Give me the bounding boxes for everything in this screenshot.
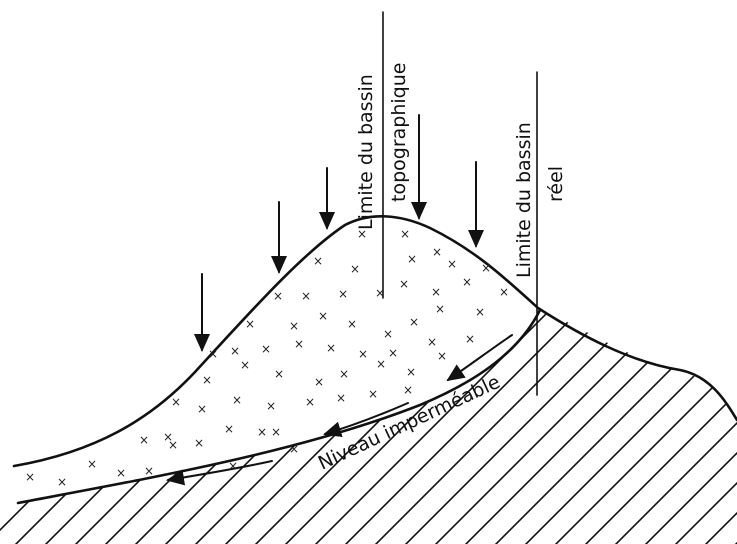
- cross-marker-icon: ×: [338, 287, 348, 301]
- cross-marker-icon: ×: [194, 436, 204, 450]
- cross-marker-icon: ×: [368, 387, 378, 401]
- topographic-limit-label-line2: topographique: [388, 63, 410, 202]
- cross-marker-icon: ×: [25, 470, 35, 484]
- ground-surface-line: [12, 215, 737, 468]
- cross-marker-icon: ×: [432, 245, 442, 259]
- cross-marker-icon: ×: [403, 383, 413, 397]
- cross-marker-icon: ×: [294, 337, 304, 351]
- hatch-line: [0, 310, 301, 544]
- cross-marker-icon: ×: [240, 358, 250, 372]
- hatch-line: [449, 310, 737, 544]
- cross-marker-icon: ×: [427, 335, 437, 349]
- cross-marker-icon: ×: [301, 289, 311, 303]
- cross-marker-icon: ×: [350, 262, 360, 276]
- topographic-limit-label: Limite du bassin topographique: [355, 63, 410, 230]
- impermeable-hatching: [0, 310, 737, 544]
- flow-arrows: [166, 334, 513, 486]
- cross-marker-icon: ×: [435, 302, 445, 316]
- cross-marker-icon: ×: [465, 332, 475, 346]
- cross-marker-icon: ×: [87, 457, 97, 471]
- hatch-line: [419, 310, 721, 544]
- hatch-line: [569, 310, 737, 544]
- cross-marker-icon: ×: [358, 347, 368, 361]
- hatch-line: [629, 310, 737, 544]
- cross-marker-icon: ×: [406, 365, 416, 379]
- cross-marker-icon: ×: [261, 342, 271, 356]
- cross-marker-icon: ×: [139, 433, 149, 447]
- hatch-line: [599, 310, 737, 544]
- cross-marker-icon: ×: [163, 430, 173, 444]
- cross-marker-icon: ×: [357, 227, 367, 241]
- hatch-line: [239, 310, 541, 544]
- cross-marker-icon: ×: [462, 275, 472, 289]
- cross-marker-icon: ×: [144, 464, 154, 478]
- cross-marker-icon: ×: [339, 367, 349, 381]
- real-limit-label: Limite du bassin réel: [513, 116, 567, 278]
- cross-marker-icon: ×: [326, 341, 336, 355]
- cross-marker-icon: ×: [305, 395, 315, 409]
- cross-marker-icon: ×: [289, 442, 299, 456]
- cross-marker-icon: ×: [376, 357, 386, 371]
- cross-marker-icon: ×: [383, 327, 393, 341]
- cross-marker-icon: ×: [481, 261, 491, 275]
- cross-marker-icon: ×: [499, 285, 509, 299]
- cross-marker-icon: ×: [57, 475, 67, 489]
- cross-marker-icon: ×: [407, 252, 417, 266]
- cross-marker-icon: ×: [230, 344, 240, 358]
- cross-marker-icon: ×: [171, 395, 181, 409]
- cross-marker-icon: ×: [224, 422, 234, 436]
- permeable-soil-markers: ××××××××××××××××××××××××××××××××××××××××…: [25, 227, 509, 489]
- cross-marker-icon: ×: [266, 399, 276, 413]
- cross-marker-icon: ×: [437, 349, 447, 363]
- hatch-line: [389, 310, 691, 544]
- hatch-line: [359, 310, 661, 544]
- cross-marker-icon: ×: [400, 227, 410, 241]
- cross-marker-icon: ×: [409, 315, 419, 329]
- cross-marker-icon: ×: [116, 466, 126, 480]
- cross-marker-icon: ×: [197, 402, 207, 416]
- cross-marker-icon: ×: [245, 317, 255, 331]
- cross-marker-icon: ×: [336, 391, 346, 405]
- hatch-line: [479, 310, 737, 544]
- cross-marker-icon: ×: [314, 375, 324, 389]
- flow-arrow-icon: [323, 402, 409, 438]
- flow-arrow-icon: [446, 334, 513, 382]
- hatch-line: [329, 310, 631, 544]
- cross-marker-icon: ×: [202, 373, 212, 387]
- cross-marker-icon: ×: [232, 393, 242, 407]
- cross-marker-icon: ×: [347, 317, 357, 331]
- cross-marker-icon: ×: [399, 277, 409, 291]
- cross-marker-icon: ×: [289, 319, 299, 333]
- cross-marker-icon: ×: [257, 425, 267, 439]
- flow-arrow-icon: [166, 460, 273, 486]
- cross-marker-icon: ×: [375, 286, 385, 300]
- hatch-line: [509, 310, 737, 544]
- hatch-line: [539, 310, 737, 544]
- cross-marker-icon: ×: [168, 438, 178, 452]
- real-limit-label-line1: Limite du bassin: [513, 122, 535, 278]
- hatch-line: [719, 310, 737, 544]
- cross-marker-icon: ×: [273, 289, 283, 303]
- topographic-limit-label-line1: Limite du bassin: [355, 74, 377, 230]
- rain-arrows: [194, 114, 484, 352]
- hatch-line: [0, 310, 121, 544]
- cross-marker-icon: ×: [208, 347, 218, 361]
- cross-marker-icon: ×: [274, 367, 284, 381]
- cross-marker-icon: ×: [431, 285, 441, 299]
- hatch-line: [299, 310, 601, 544]
- cross-marker-icon: ×: [475, 305, 485, 319]
- cross-marker-icon: ×: [447, 257, 457, 271]
- cross-marker-icon: ×: [228, 459, 238, 473]
- real-limit-label-line2: réel: [545, 166, 567, 202]
- hatch-line: [659, 310, 737, 544]
- cross-marker-icon: ×: [313, 254, 323, 268]
- hatch-line: [0, 310, 271, 544]
- hatch-line: [269, 310, 571, 544]
- impermeable-layer-line: [16, 308, 542, 505]
- cross-marker-icon: ×: [388, 346, 398, 360]
- cross-marker-icon: ×: [271, 425, 281, 439]
- cross-marker-icon: ×: [318, 309, 328, 323]
- hatch-line: [0, 310, 91, 544]
